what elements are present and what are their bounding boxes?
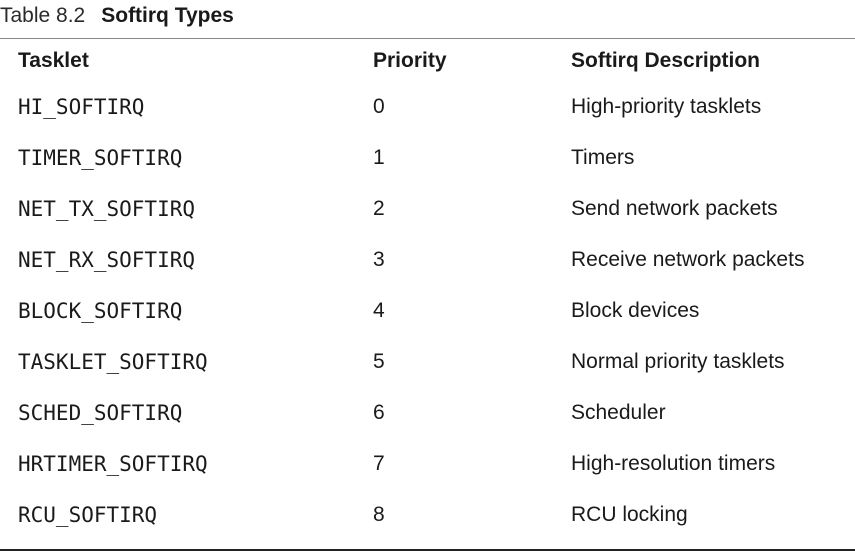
- priority-cell: 5: [373, 349, 385, 373]
- column-header-tasklet: Tasklet: [18, 48, 89, 72]
- tasklet-cell: NET_RX_SOFTIRQ: [18, 247, 196, 272]
- description-cell: RCU locking: [571, 502, 688, 526]
- priority-cell: 8: [373, 502, 385, 526]
- table-row: RCU_SOFTIRQ 8 RCU locking: [0, 489, 855, 540]
- column-header-priority: Priority: [373, 48, 447, 72]
- table-title: Softirq Types: [101, 4, 234, 27]
- tasklet-cell: NET_TX_SOFTIRQ: [18, 196, 196, 221]
- table-row: NET_RX_SOFTIRQ 3 Receive network packets: [0, 234, 855, 285]
- header-row: Tasklet Priority Softirq Description: [0, 40, 855, 81]
- table-caption: Table 8.2 Softirq Types: [0, 2, 234, 30]
- table-row: BLOCK_SOFTIRQ 4 Block devices: [0, 285, 855, 336]
- description-cell: Block devices: [571, 298, 700, 322]
- priority-cell: 1: [373, 145, 385, 169]
- description-cell: Receive network packets: [571, 247, 805, 271]
- table-row: TIMER_SOFTIRQ 1 Timers: [0, 132, 855, 183]
- description-cell: Normal priority tasklets: [571, 349, 785, 373]
- priority-cell: 7: [373, 451, 385, 475]
- table-row: HRTIMER_SOFTIRQ 7 High-resolution timers: [0, 438, 855, 489]
- priority-cell: 2: [373, 196, 385, 220]
- tasklet-cell: HI_SOFTIRQ: [18, 94, 145, 119]
- priority-cell: 6: [373, 400, 385, 424]
- priority-cell: 3: [373, 247, 385, 271]
- tasklet-cell: RCU_SOFTIRQ: [18, 502, 158, 527]
- description-cell: Scheduler: [571, 400, 666, 424]
- top-rule: [0, 38, 855, 39]
- tasklet-cell: HRTIMER_SOFTIRQ: [18, 451, 208, 476]
- tasklet-cell: TIMER_SOFTIRQ: [18, 145, 183, 170]
- table-row: SCHED_SOFTIRQ 6 Scheduler: [0, 387, 855, 438]
- priority-cell: 0: [373, 94, 385, 118]
- column-header-description: Softirq Description: [571, 48, 761, 72]
- table-row: HI_SOFTIRQ 0 High-priority tasklets: [0, 81, 855, 132]
- table-number: Table 8.2: [0, 4, 86, 27]
- tasklet-cell: BLOCK_SOFTIRQ: [18, 298, 183, 323]
- table-row: TASKLET_SOFTIRQ 5 Normal priority taskle…: [0, 336, 855, 387]
- description-cell: Timers: [571, 145, 635, 169]
- bottom-rule: [0, 549, 855, 551]
- table-row: NET_TX_SOFTIRQ 2 Send network packets: [0, 183, 855, 234]
- description-cell: Send network packets: [571, 196, 778, 220]
- priority-cell: 4: [373, 298, 385, 322]
- softirq-table: Tasklet Priority Softirq Description HI_…: [0, 40, 855, 540]
- tasklet-cell: SCHED_SOFTIRQ: [18, 400, 183, 425]
- description-cell: High-priority tasklets: [571, 94, 762, 118]
- description-cell: High-resolution timers: [571, 451, 776, 475]
- tasklet-cell: TASKLET_SOFTIRQ: [18, 349, 208, 374]
